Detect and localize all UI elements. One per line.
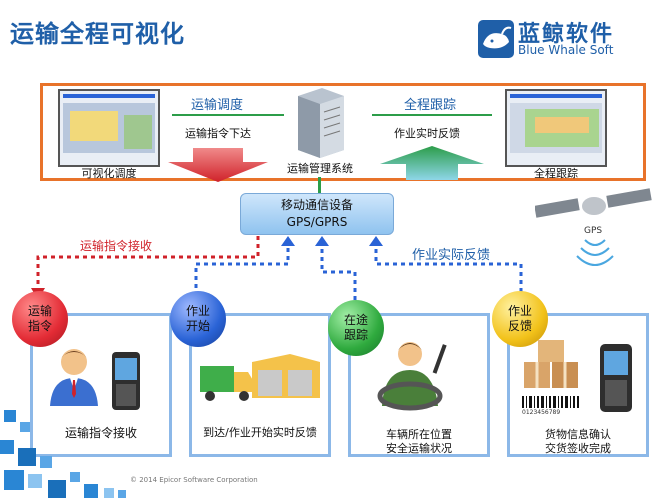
decorative-squares [0,400,160,500]
panel1-caption: 运输指令接收 [64,426,137,440]
circle-work-start: 作业 开始 [170,291,226,347]
tracking-screen [505,89,607,167]
satellite-icon [535,188,652,266]
panel2-caption: 到达/作业开始实时反馈 [203,426,317,439]
dispatch-title: 运输调度 [191,98,244,113]
circle-line2: 反馈 [507,319,532,333]
page-title: 运输全程可视化 [10,20,185,48]
circle-line2: 指令 [27,319,52,333]
dispatch-line [172,114,284,116]
barcode-number: 0123456789 [522,409,561,416]
left-flow-label: 运输指令接收 [80,239,153,253]
circle-line1: 运输 [27,304,52,318]
barcode-icon [522,396,579,408]
circle-in-transit: 在途 跟踪 [328,300,384,356]
tracking-line [372,114,492,116]
mobile-phone-icon [112,352,140,410]
driver-icon [377,342,447,411]
panel4-caption1: 货物信息确认 [545,428,611,441]
cargo-boxes-icon [524,340,578,388]
red-dotted-flow [36,236,260,290]
blue-flow-feedback [374,244,523,300]
dispatch-screen-label: 可视化调度 [81,167,137,180]
tracking-screen-label: 全程跟踪 [534,167,578,180]
user-icon [50,349,98,406]
server-label: 运输管理系统 [287,162,353,175]
footer-copyright: © 2014 Epicor Software Corporation [130,476,258,484]
mobile-line2: GPS/GPRS [286,215,348,229]
up-arrow-icon [380,146,484,180]
mobile-comm-device-box: 移动通信设备 GPS/GPRS [240,193,394,235]
panel3-caption1: 车辆所在位置 [386,428,452,441]
whale-icon [478,20,514,58]
blue-flow-track [320,244,357,300]
dispatch-subtitle: 运输指令下达 [185,127,251,140]
down-arrow-icon [168,148,268,182]
gps-label: GPS [584,226,603,236]
tracking-title: 全程跟踪 [404,98,457,113]
circle-work-feedback: 作业 反馈 [492,291,548,347]
circle-transport-order: 运输 指令 [12,291,68,347]
logo-english-text: Blue Whale Soft [518,43,614,57]
circle-line1: 在途 [343,313,368,327]
truck-warehouse-icon [200,354,320,401]
mobile-line1: 移动通信设备 [280,198,353,212]
blue-flow-start [194,244,290,288]
tracking-subtitle: 作业实时反馈 [394,127,460,140]
handheld-device-icon [600,344,632,412]
company-logo: 蓝鲸软件 Blue Whale Soft [478,16,658,62]
server-mobile-connector [318,177,321,194]
circle-line2: 开始 [185,319,210,333]
logo-chinese-text: 蓝鲸软件 [518,22,615,47]
dispatch-screen [58,89,160,167]
panel3-caption2: 安全运输状况 [386,442,452,455]
panel4-caption2: 交货签收完成 [545,442,611,455]
circle-line2: 跟踪 [343,328,368,342]
right-flow-label: 作业实际反馈 [412,248,491,263]
server-icon [298,88,344,158]
circle-line1: 作业 [507,304,532,318]
circle-line1: 作业 [185,304,210,318]
